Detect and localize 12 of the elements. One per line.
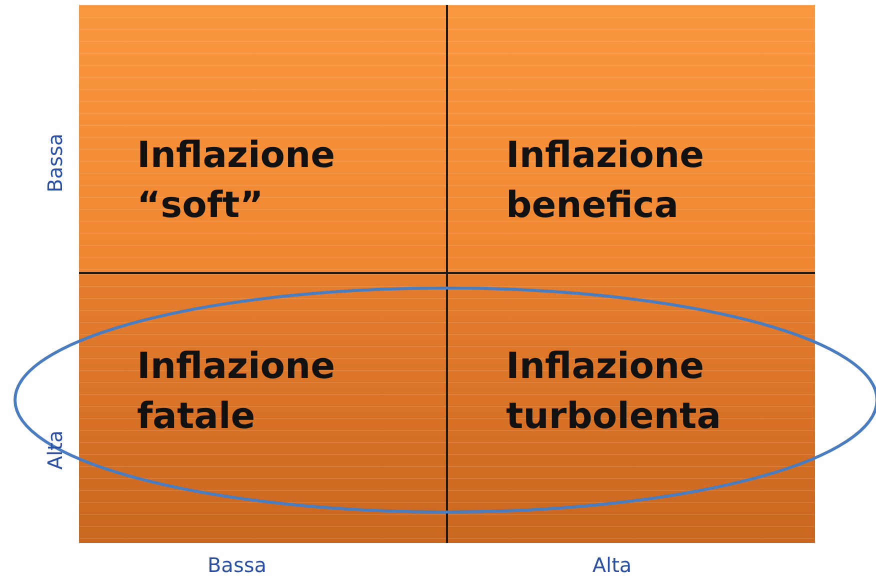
axis-label: Alta xyxy=(43,430,67,470)
quadrant-title: Inflazione fatale xyxy=(137,345,336,439)
quadrant-title: Inflazione “soft” xyxy=(137,134,336,228)
quadrant xyxy=(448,274,815,543)
quadrant xyxy=(79,5,446,272)
quadrant xyxy=(448,5,815,272)
axis-label: Bassa xyxy=(207,553,267,577)
quadrant xyxy=(79,274,446,543)
axis-label: Alta xyxy=(592,553,632,577)
quadrant-title: Inflazione benefica xyxy=(506,134,706,228)
quadrant-title: Inflazione turbolenta xyxy=(506,345,722,439)
axis-label: Bassa xyxy=(43,133,67,193)
